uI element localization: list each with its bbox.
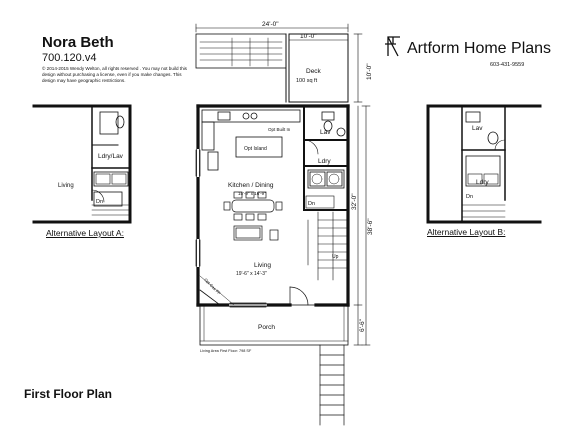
- brand-phone: 603-431-9559: [490, 62, 525, 68]
- kitchen-dining-label: Kitchen / Dining: [228, 182, 274, 189]
- porch-stairs: [319, 344, 345, 426]
- opt-built-in-label: Opt Built In: [268, 127, 291, 132]
- interior-walls: [303, 105, 349, 211]
- dimension-lines: [195, 23, 371, 346]
- alt-b-lav: Lav: [472, 125, 483, 132]
- kitchen-size: 15'-9" x 16'-9": [238, 191, 266, 196]
- living-size: 19'-6" x 14'-3": [236, 271, 267, 277]
- dining-table: [223, 191, 283, 221]
- living-label: Living: [254, 262, 271, 269]
- deck-area: 100 sq ft: [296, 78, 318, 84]
- living-area-note: Living Area First Floor: 798 SF: [200, 349, 252, 353]
- opt-gas-fp-label: Opt Gas FP: [203, 277, 222, 296]
- living-furniture: [199, 225, 279, 306]
- dim-deck-width: 10'-0": [300, 33, 317, 40]
- deck-area: [195, 33, 349, 103]
- ldry-label: Ldry: [318, 158, 331, 165]
- alt-layout-b-plan: [426, 104, 542, 224]
- alt-layout-a-caption: Alternative Layout A:: [46, 228, 124, 238]
- artform-logo-icon: [385, 36, 400, 57]
- entry-door: [289, 286, 309, 306]
- alt-a-living: Living: [58, 183, 74, 189]
- dim-deck-depth: 10'-0": [366, 63, 373, 80]
- dim-porch-depth: 6'-6": [359, 318, 366, 332]
- dim-top-overall: 24'-0": [262, 21, 279, 28]
- brand-name: Artform Home Plans: [407, 40, 552, 57]
- alt-b-ldry: Ldry: [476, 179, 489, 186]
- dim-main-depth: 32'-0": [351, 193, 358, 210]
- lav-label: Lav: [320, 129, 331, 136]
- alt-layout-a-plan: [32, 104, 132, 224]
- plan-name: Nora Beth: [42, 34, 114, 51]
- floor-plan-title: First Floor Plan: [24, 387, 113, 401]
- up-label: Up: [332, 254, 339, 260]
- copyright-notice: © 2014-2015 Wendy Welton, all rights res…: [42, 66, 187, 83]
- dn-label: Dn: [308, 201, 315, 207]
- alt-a-ldry-lav: Ldry/Lav: [98, 153, 124, 160]
- dim-overall-depth: 38'-6": [367, 218, 374, 235]
- alt-layout-b-caption: Alternative Layout B:: [427, 227, 506, 237]
- porch: [199, 304, 349, 346]
- alt-a-dn: Dn: [96, 199, 103, 205]
- stairs: [305, 195, 349, 281]
- alt-b-dn: Dn: [466, 194, 473, 200]
- laundry-fixtures: [307, 169, 345, 189]
- lav-fixtures: [303, 111, 346, 155]
- plan-code: 700.120.v4: [42, 52, 97, 64]
- kitchen-counters: [201, 109, 301, 171]
- opt-island-label: Opt Island: [244, 146, 267, 152]
- deck-label: Deck: [306, 68, 322, 75]
- porch-label: Porch: [258, 324, 275, 331]
